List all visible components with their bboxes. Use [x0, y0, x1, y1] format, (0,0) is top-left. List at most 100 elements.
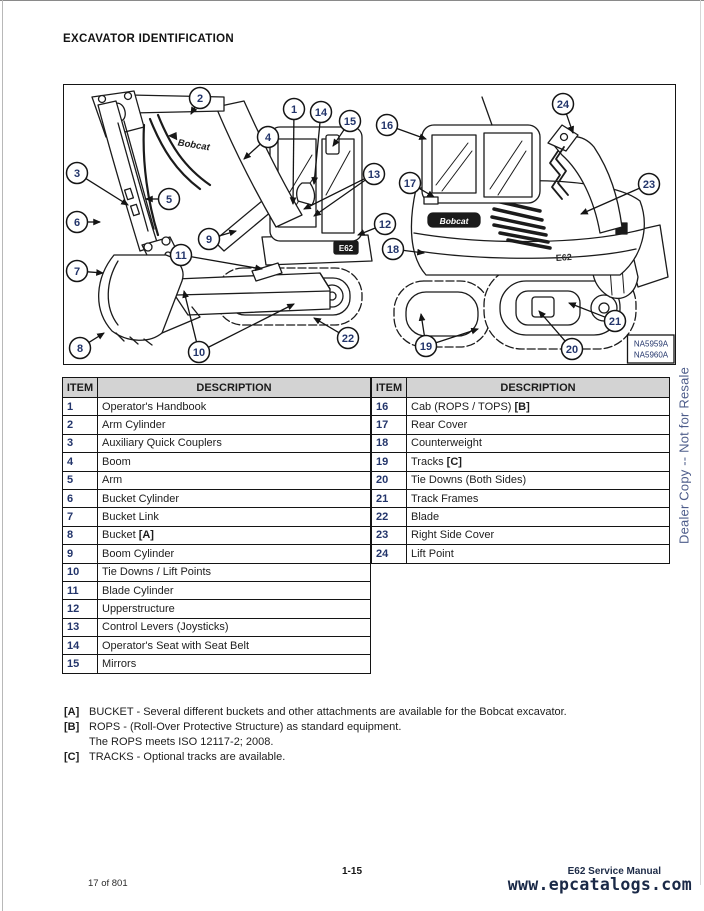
callout-circle [188, 86, 212, 110]
item-description: Blade [406, 507, 670, 527]
footnotes: [A]BUCKET - Several different buckets an… [64, 705, 567, 765]
footer-page-position: 17 of 801 [88, 878, 128, 889]
callout-arrow [565, 113, 574, 134]
footnote-text: The ROPS meets ISO 12117-2; 2008. [89, 736, 274, 748]
footnote-text: ROPS - (Roll-Over Protective Structure) … [89, 721, 402, 733]
item-number: 15 [62, 654, 98, 674]
column-header-item: ITEM [62, 377, 98, 398]
callout-number: 12 [379, 219, 391, 231]
callout-arrow [218, 229, 237, 237]
callout-circle [65, 259, 89, 283]
callout-number: 2 [197, 93, 203, 105]
callout-circle [65, 161, 89, 185]
callout-number: 22 [342, 333, 354, 345]
item-number: 10 [62, 562, 98, 582]
item-description: Bucket Link [97, 507, 371, 527]
callout-number: 7 [74, 266, 80, 278]
excavator-right-illustration: Bobcat E62 [393, 96, 669, 350]
item-description: Operator's Handbook [97, 396, 371, 417]
callout-circle [373, 212, 397, 236]
callout-circle [282, 97, 306, 121]
callout-number: 13 [368, 169, 380, 181]
callout-arrow [311, 122, 321, 186]
callout-number: 11 [175, 250, 187, 262]
item-number: 4 [62, 452, 98, 472]
scan-edge-top [0, 0, 704, 1]
website-link[interactable]: www.epcatalogs.com [507, 875, 692, 894]
callout-number: 4 [265, 132, 272, 144]
callout-arrow [208, 303, 295, 348]
item-description: Boom [97, 452, 371, 472]
callout-arrow [396, 127, 427, 140]
column-header-description: DESCRIPTION [406, 377, 670, 398]
callout-number: 15 [344, 116, 356, 128]
callout-number: 3 [74, 168, 80, 180]
item-description: Right Side Cover [406, 525, 670, 546]
item-description: Blade Cylinder [97, 580, 371, 601]
excavator-identification-figure: E62 Bobcat [63, 84, 676, 365]
scan-edge-left [2, 0, 3, 911]
item-number: 7 [62, 507, 98, 527]
item-description: Bucket [A] [97, 525, 371, 546]
callout-arrow [191, 256, 264, 272]
footnote-label: [B] [64, 721, 80, 733]
column-header-item: ITEM [371, 377, 407, 398]
header-row: ITEM DESCRIPTION [62, 377, 371, 398]
callout-number: 20 [566, 344, 578, 356]
item-number: 8 [62, 525, 98, 546]
callout-number: 5 [166, 194, 172, 206]
item-description: Mirrors [97, 654, 371, 674]
callout-number: 17 [404, 178, 416, 190]
item-description: Tie Downs (Both Sides) [406, 470, 670, 490]
figure-code-box: NA5959A NA5960A [626, 334, 675, 364]
callout-arrow [313, 179, 366, 217]
item-number: 16 [371, 396, 407, 417]
dealer-copy-watermark: Dealer Copy -- Not for Resale [676, 366, 692, 544]
column-header-description: DESCRIPTION [97, 377, 371, 398]
callout-number: 6 [74, 217, 80, 229]
footnote-line: The ROPS meets ISO 12117-2; 2008. [64, 735, 567, 750]
model-badge-right: E62 [555, 252, 572, 263]
callout-arrow [357, 227, 376, 236]
item-number: 12 [62, 599, 98, 619]
callout-number: 10 [193, 347, 205, 359]
callout-circle [414, 334, 438, 358]
footnote-line: [A]BUCKET - Several different buckets an… [64, 705, 567, 720]
item-number: 5 [62, 470, 98, 490]
footer-page-number: 1-15 [341, 866, 362, 877]
item-description: Arm [97, 470, 371, 490]
item-description: Auxiliary Quick Couplers [97, 433, 371, 454]
callout-number: 16 [381, 120, 393, 132]
callout-number: 24 [557, 99, 570, 111]
item-number: 20 [371, 470, 407, 490]
scan-edge-right [700, 0, 701, 885]
callout-arrow [580, 187, 640, 215]
callout-circle [338, 109, 362, 133]
callout-circle [68, 336, 92, 360]
callout-arrow [85, 178, 129, 206]
item-description: Lift Point [406, 544, 670, 564]
item-description: Counterweight [406, 433, 670, 454]
callout-arrow [435, 327, 479, 344]
item-number: 17 [371, 415, 407, 435]
callout-number: 14 [315, 107, 328, 119]
figure-code-2: NA5960A [634, 351, 669, 360]
callout-number: 8 [77, 343, 83, 355]
callout-circle [197, 227, 221, 251]
item-number: 23 [371, 525, 407, 546]
footnote-text: BUCKET - Several different buckets and o… [89, 706, 567, 718]
